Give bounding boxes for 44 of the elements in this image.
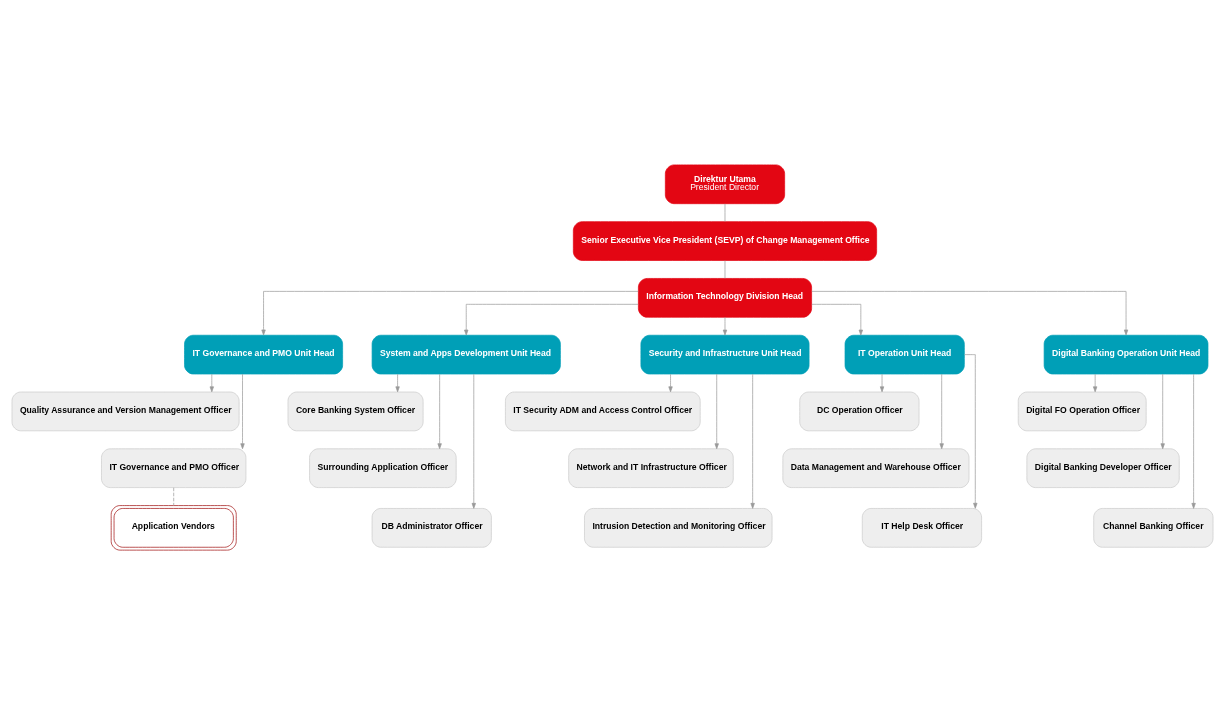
arrow [714,373,719,450]
connector [724,203,726,222]
arrow [471,373,476,509]
arrow [939,373,944,450]
node-box: Channel Banking Officer [1093,508,1214,548]
node-box: IT Operation Unit Head [844,334,965,375]
arrow [395,373,400,393]
node-box: DB Administrator Officer [371,508,492,548]
arrow [1160,373,1165,450]
node-box: Senior Executive Vice President (SEVP) of Change Management Office [572,221,877,261]
node-box: IT Help Desk Officer [861,508,982,548]
arrow [722,317,728,336]
node-box: DC Operation Officer [799,391,920,432]
arrow [811,291,1129,336]
node-box: Digital Banking Operation Unit Head [1043,334,1209,375]
arrow [1191,373,1196,509]
arrow [668,373,673,393]
node-box: Data Management and Warehouse Officer [782,448,970,488]
node-box: Network and IT Infrastructure Officer [568,448,734,488]
connector [724,260,726,279]
node-box: System and Apps Development Unit Head [371,334,561,375]
arrow [879,373,885,393]
connector [173,487,175,506]
node-box: Quality Assurance and Version Management Officer [11,391,240,432]
node-box: IT Security ADM and Access Control Officer [505,391,701,432]
arrow [209,373,214,393]
node-box: Security and Infrastructure Unit Head [640,334,810,375]
node-box: Surrounding Application Officer [309,448,457,488]
arrow [464,303,639,336]
node-box: IT Governance and PMO Unit Head [184,334,343,375]
node-box: Digital Banking Developer Officer [1026,448,1180,488]
node-box: Information Technology Division Head [638,278,812,318]
arrow [964,354,978,509]
arrow [1093,373,1098,393]
node-box: Core Banking System Officer [287,391,424,432]
arrow [811,303,863,336]
node-box: IT Governance and PMO Officer [101,448,247,488]
arrow [750,373,755,509]
node-box: Intrusion Detection and Monitoring Officer [584,508,773,548]
arrow [261,291,639,336]
arrow [437,373,442,450]
arrow [240,373,245,450]
node-box: Digital FO Operation Officer [1017,391,1147,432]
node-box: Direktur Utama President Director [664,164,785,205]
